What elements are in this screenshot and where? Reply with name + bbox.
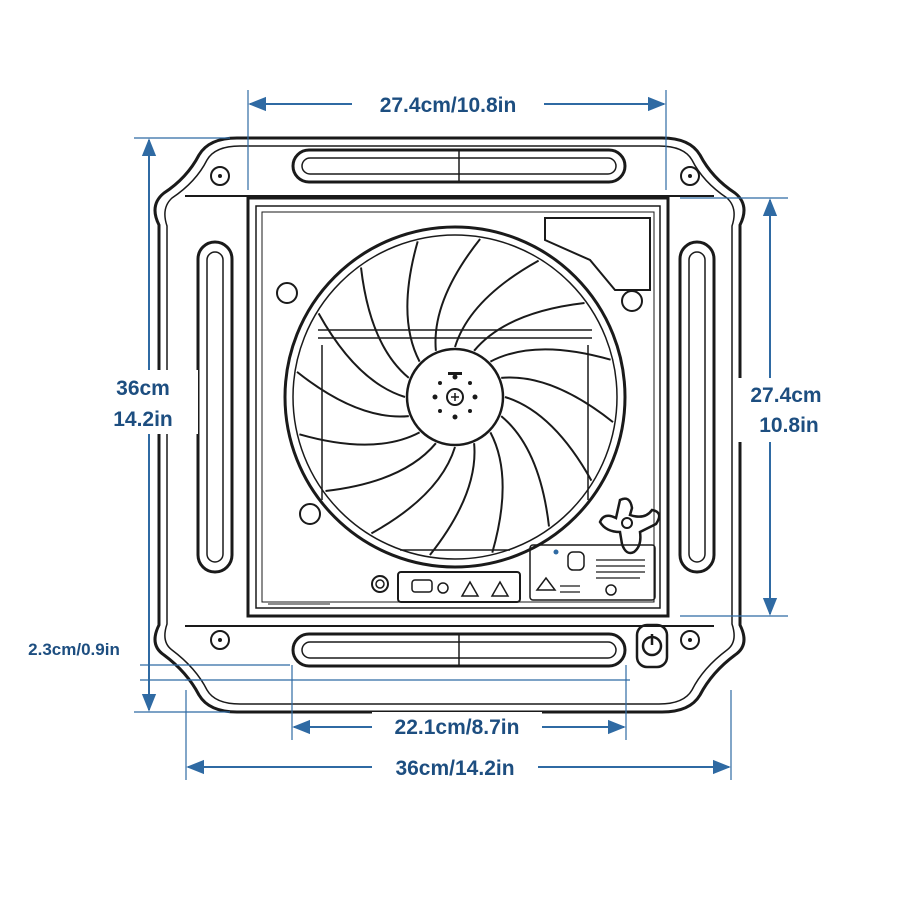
fan-blade bbox=[360, 267, 410, 379]
dim-flange-offset: 2.3cm/0.9in bbox=[28, 640, 630, 681]
control-panel bbox=[268, 544, 656, 605]
fan-blade bbox=[299, 431, 421, 446]
fan-blade bbox=[473, 302, 585, 352]
fan-blade bbox=[406, 241, 421, 363]
overall-height-cm-label: 36cm bbox=[116, 377, 170, 400]
inner-height-cm-label: 27.4cm bbox=[750, 384, 821, 407]
fan-blade bbox=[504, 396, 593, 482]
fan-blade bbox=[454, 259, 540, 348]
vent-slots bbox=[196, 148, 716, 668]
fan-blade bbox=[434, 238, 481, 351]
fan-blade bbox=[489, 348, 611, 363]
power-button-icon[interactable] bbox=[635, 623, 669, 669]
fan-blade bbox=[501, 376, 614, 423]
fan-icon bbox=[283, 225, 627, 569]
top-width-label: 27.4cm/10.8in bbox=[380, 94, 517, 117]
fan-blade bbox=[489, 431, 504, 553]
corner-holes bbox=[210, 166, 700, 650]
fan-blade bbox=[500, 415, 550, 527]
knob-icon bbox=[598, 497, 661, 555]
dim-overall-height: 36cm 14.2in bbox=[98, 137, 230, 713]
fan-blade bbox=[317, 312, 406, 398]
dim-top-width: 27.4cm/10.8in bbox=[247, 89, 667, 190]
fan-blade bbox=[370, 446, 456, 535]
overall-width-label: 36cm/14.2in bbox=[395, 757, 514, 780]
overall-height-in-label: 14.2in bbox=[113, 408, 173, 431]
slot-width-label: 22.1cm/8.7in bbox=[395, 716, 520, 739]
inner-height-in-label: 10.8in bbox=[759, 414, 819, 437]
fan-blade bbox=[296, 371, 409, 418]
dim-slot-width: 22.1cm/8.7in bbox=[291, 665, 627, 742]
dim-overall-width: 36cm/14.2in bbox=[185, 690, 732, 782]
fan-blade bbox=[325, 442, 437, 492]
flange-offset-label: 2.3cm/0.9in bbox=[28, 640, 120, 659]
fan-blade bbox=[429, 443, 476, 556]
dim-inner-height: 27.4cm 10.8in bbox=[680, 197, 834, 617]
